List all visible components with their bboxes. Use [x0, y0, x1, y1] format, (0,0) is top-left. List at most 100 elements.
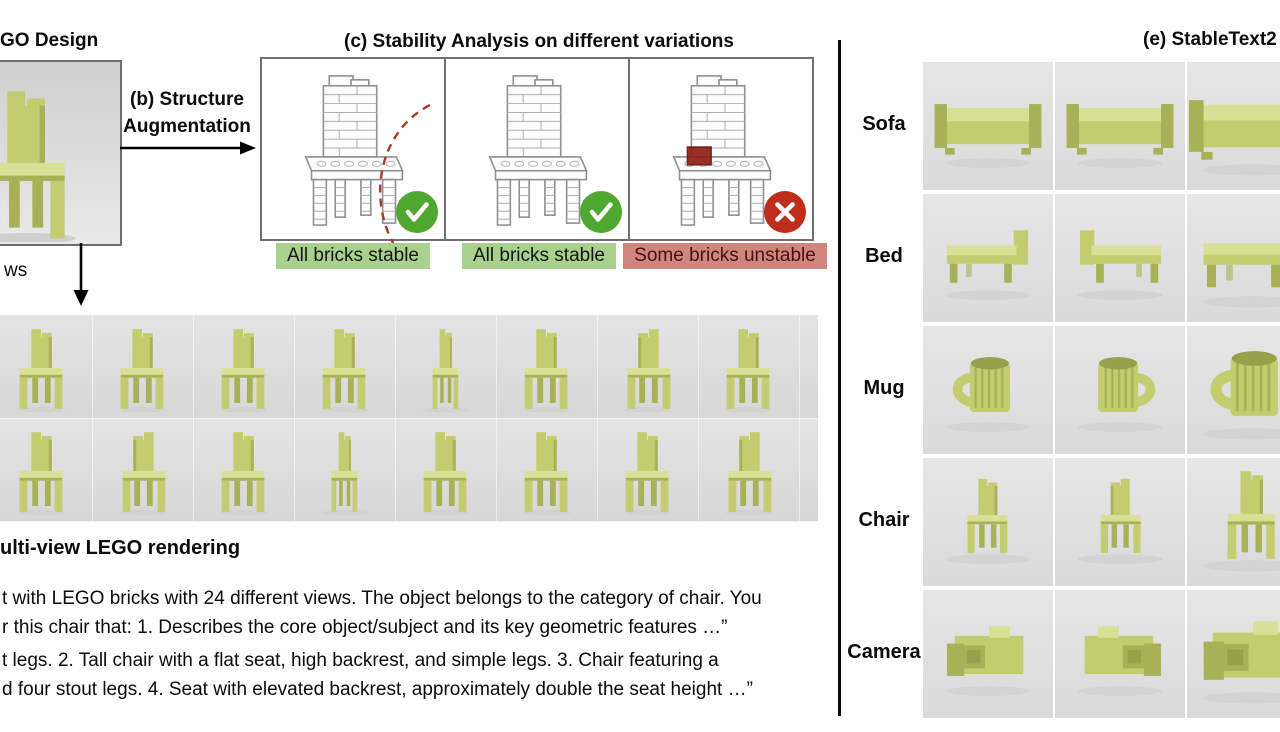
mug-render-image	[1078, 357, 1162, 432]
check-icon-wrap	[579, 190, 623, 234]
cross-icon-wrap	[763, 190, 807, 234]
category-label-chair: Chair	[858, 509, 910, 531]
multiview-render-cell	[396, 418, 497, 522]
multiview-render-cell	[800, 315, 818, 419]
multiview-render-cell	[295, 315, 396, 419]
multiview-render-cell	[0, 315, 93, 419]
prompt-paragraph-2: t legs. 2. Tall chair with a flat seat, …	[2, 646, 753, 704]
sofa-render-image	[934, 104, 1042, 168]
render-cell-sofa	[1055, 62, 1185, 190]
render-cell-mug	[923, 326, 1053, 454]
render-cell-camera	[923, 590, 1053, 718]
check-icon-wrap	[395, 190, 439, 234]
prompt-line: t with LEGO bricks with 24 different vie…	[2, 588, 762, 609]
multiview-render-cell	[598, 315, 699, 419]
mug-render-image	[1202, 351, 1280, 440]
multiview-render-cell	[0, 418, 93, 522]
stability-analysis-title: (c) Stability Analysis on different vari…	[344, 31, 734, 52]
category-label-mug: Mug	[863, 377, 905, 399]
multiview-render-cell	[800, 418, 818, 522]
lego-chair-render-image	[220, 432, 268, 516]
category-label-bed: Bed	[865, 245, 903, 267]
lego-chair-render-image	[523, 328, 571, 413]
category-label-camera: Camera	[847, 641, 921, 663]
lego-chair-render-image	[816, 428, 818, 516]
lego-chair-render-image	[816, 325, 818, 413]
multiview-rendering-title: ulti-view LEGO rendering	[0, 537, 241, 559]
lego-chair-render-image	[624, 432, 672, 516]
stability-result-label: Some bricks unstable	[623, 243, 827, 269]
structure-augmentation-line2: Augmentation	[123, 116, 251, 137]
multiview-render-cell	[93, 418, 194, 522]
lego-chair-render-image	[18, 328, 66, 413]
render-cell-bed	[1187, 194, 1280, 322]
lego-chair-render-image	[18, 432, 66, 516]
check-icon	[580, 191, 622, 233]
mug-render-image	[946, 357, 1030, 432]
wireframe-chair-image	[488, 75, 588, 226]
stability-variation-panel	[444, 57, 630, 241]
chair-render-image	[1202, 471, 1280, 572]
stability-result-cell: All bricks stable	[446, 243, 632, 269]
prompt-line: d four stout legs. 4. Seat with elevated…	[2, 679, 753, 700]
wireframe-chair-image	[672, 75, 772, 226]
multiview-render-cell	[194, 315, 295, 419]
render-cell-mug	[1055, 326, 1185, 454]
cross-icon	[764, 191, 806, 233]
render-cell-chair	[1055, 458, 1185, 586]
stability-result-label: All bricks stable	[462, 243, 616, 269]
multiview-render-cell	[598, 418, 699, 522]
stability-result-cell: Some bricks unstable	[623, 243, 827, 269]
lego-chair-render-image	[321, 328, 369, 413]
multiview-render-cell	[194, 418, 295, 522]
camera-render-image	[1202, 621, 1280, 704]
structure-augmentation-label: (b) Structure Augmentation	[116, 86, 258, 140]
render-cell-mug	[1187, 326, 1280, 454]
lego-chair-render-image	[220, 328, 268, 413]
lego-chair-render-image	[422, 432, 470, 516]
camera-render-image	[1078, 626, 1162, 696]
camera-render-image	[946, 626, 1030, 696]
lego-chair-render-image	[624, 328, 672, 413]
render-cell-chair	[1187, 458, 1280, 586]
bed-render-image	[946, 230, 1030, 300]
sofa-render-image	[1188, 100, 1280, 176]
stability-variation-panel	[260, 57, 446, 241]
prompt-line: t legs. 2. Tall chair with a flat seat, …	[2, 650, 719, 671]
lego-design-title: GO Design	[0, 30, 99, 51]
vertical-divider	[838, 40, 841, 716]
down-arrow-icon	[73, 243, 89, 306]
lego-chair-render-image	[523, 432, 571, 516]
multiview-render-cell	[396, 315, 497, 419]
stability-panels	[260, 57, 814, 241]
lego-chair-render-image	[725, 432, 773, 516]
render-cell-bed	[923, 194, 1053, 322]
prompt-line: r this chair that: 1. Describes the core…	[2, 617, 728, 638]
render-cell-camera	[1187, 590, 1280, 718]
right-arrow-icon	[120, 141, 256, 155]
multiview-render-cell	[497, 315, 598, 419]
stability-result-cell: All bricks stable	[260, 243, 446, 269]
lego-design-photo	[0, 60, 122, 246]
lego-chair-render-image	[119, 432, 167, 516]
prompt-paragraph-1: t with LEGO bricks with 24 different vie…	[2, 584, 762, 642]
stability-variation-panel	[628, 57, 814, 241]
multiview-grid	[0, 315, 818, 522]
render-cell-camera	[1055, 590, 1185, 718]
multiview-render-cell	[497, 418, 598, 522]
structure-augmentation-line1: (b) Structure	[130, 89, 244, 110]
render-cell-chair	[923, 458, 1053, 586]
stabletext2-title: (e) StableText2	[1143, 29, 1277, 50]
render-cell-sofa	[923, 62, 1053, 190]
views-label-fragment: ws	[4, 260, 28, 281]
lego-chair-render-image	[725, 328, 773, 413]
stability-result-labels: All bricks stable All bricks stable Some b…	[260, 243, 827, 269]
bed-render-image	[1202, 243, 1280, 308]
multiview-render-cell	[699, 315, 800, 419]
render-cell-bed	[1055, 194, 1185, 322]
render-cell-sofa	[1187, 62, 1280, 190]
multiview-render-cell	[93, 315, 194, 419]
bed-render-image	[1078, 230, 1162, 300]
